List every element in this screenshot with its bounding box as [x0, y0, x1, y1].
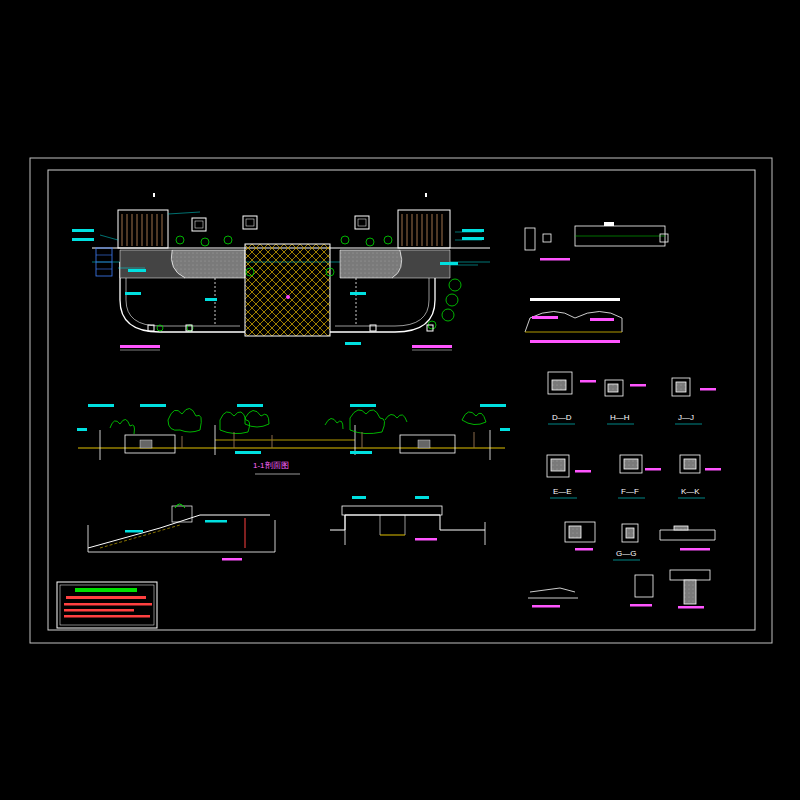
- sheet-frame: [30, 158, 772, 643]
- section-label: D—D: [551, 414, 573, 422]
- title-block: [57, 582, 157, 628]
- detail-column: [525, 222, 715, 604]
- detail-section: [330, 496, 485, 545]
- detail-marks: [532, 380, 721, 609]
- plan-view: [72, 193, 490, 350]
- section-label: G—G: [615, 550, 637, 558]
- section-1-1: [77, 404, 510, 474]
- section-title: 1-1剖面图: [252, 462, 290, 470]
- section-label: J—J: [677, 414, 695, 422]
- section-underlines: [548, 424, 705, 560]
- ramp-section: [88, 504, 275, 561]
- section-label: E—E: [552, 488, 573, 496]
- section-label: K—K: [680, 488, 701, 496]
- section-label: F—F: [620, 488, 640, 496]
- section-label: H—H: [609, 414, 631, 422]
